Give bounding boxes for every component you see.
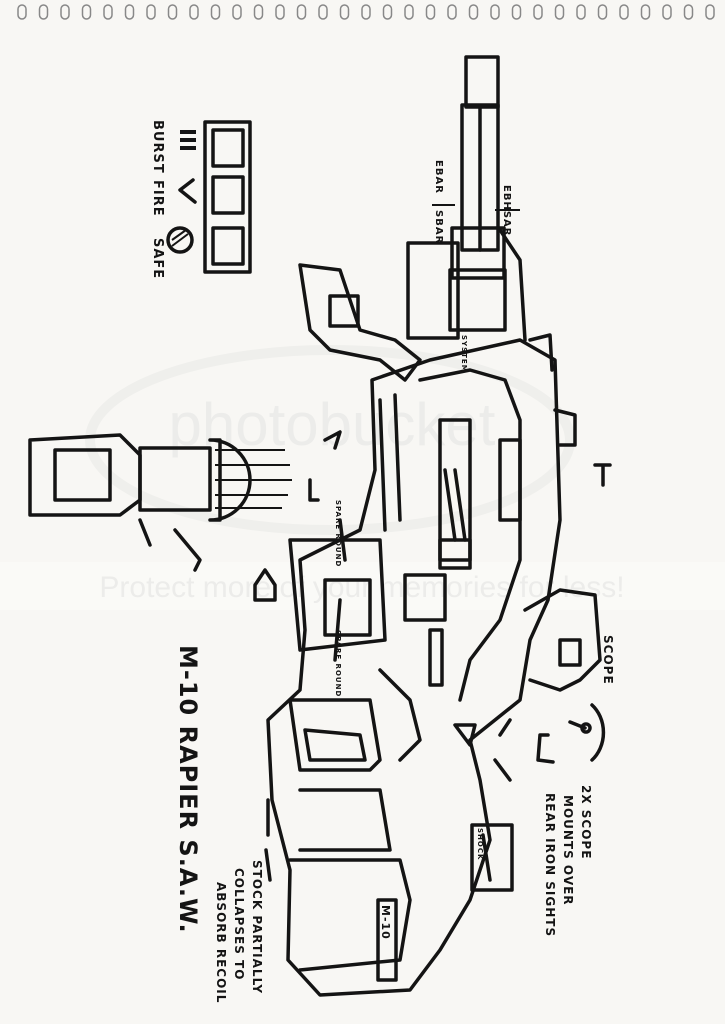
spiral-ring	[339, 4, 350, 20]
spiral-ring	[296, 4, 307, 20]
gun-body-sketch	[266, 333, 577, 997]
spiral-ring	[597, 4, 608, 20]
spiral-ring	[382, 4, 393, 20]
spiral-ring	[60, 4, 70, 20]
spiral-ring	[17, 4, 27, 20]
spiral-ring	[404, 4, 414, 20]
spiral-ring	[619, 4, 629, 20]
label-spare-round-2: SPARE ROUND	[334, 630, 342, 697]
spiral-ring	[253, 4, 264, 20]
spiral-ring	[275, 4, 285, 20]
spiral-ring	[167, 4, 178, 20]
spiral-ring	[554, 4, 565, 20]
stock-note-line-1: STOCK PARTIALLY	[250, 860, 264, 994]
spiral-ring	[189, 4, 199, 20]
label-safe: SAFE	[150, 238, 165, 279]
spiral-ring	[705, 4, 715, 20]
label-ebhsar: EBHSAR	[501, 185, 512, 236]
spiral-ring	[38, 4, 49, 20]
stock-detail-sketch	[28, 430, 512, 882]
label-fire: FIRE	[150, 180, 165, 217]
spiral-ring	[425, 4, 436, 20]
barrel-sketch	[298, 55, 527, 382]
scope-note-line-3: REAR IRON SIGHTS	[543, 793, 557, 937]
label-ebar: EBAR	[433, 160, 444, 194]
spiral-ring	[210, 4, 221, 20]
spiral-ring	[232, 4, 242, 20]
spiral-ring	[124, 4, 135, 20]
spiral-ring	[511, 4, 522, 20]
spiral-ring	[490, 4, 500, 20]
fire-selector-sketch	[166, 120, 252, 274]
label-burst: BURST	[150, 120, 165, 174]
spiral-ring	[103, 4, 113, 20]
spiral-ring	[683, 4, 694, 20]
spiral-ring	[318, 4, 328, 20]
scope-note-line-2: MOUNTS OVER	[561, 795, 575, 906]
spiral-ring	[533, 4, 543, 20]
watermark-text: Protect more of your memories for less!	[99, 571, 624, 604]
spiral-ring	[640, 4, 651, 20]
watermark: photobucket Protect more of your memorie…	[0, 345, 725, 610]
label-stock-marking: M-10	[379, 905, 392, 940]
stock-note-line-3: ABSORB RECOIL	[214, 882, 228, 1003]
label-sbar: SBAR	[433, 210, 444, 244]
label-scope: SCOPE	[601, 635, 615, 685]
labels: BURST FIRE SAFE EBAR SBAR EBHSAR SYSTEM …	[150, 120, 615, 1003]
stock-note-line-2: COLLAPSES TO	[232, 868, 246, 980]
spiral-ring	[447, 4, 457, 20]
label-spare-round-1: SPARE ROUND	[334, 500, 342, 567]
label-mag: SHOCK	[476, 828, 484, 860]
spiral-ring	[81, 4, 92, 20]
spiral-ring	[662, 4, 672, 20]
sketch-title: M-10 RAPIER S.A.W.	[174, 645, 202, 934]
spiral-ring	[146, 4, 156, 20]
spiral-ring	[576, 4, 586, 20]
watermark-brand: photobucket	[169, 391, 496, 458]
scope-sketch	[523, 463, 612, 764]
spiral-binding	[17, 4, 715, 20]
spiral-ring	[468, 4, 479, 20]
spiral-ring	[361, 4, 371, 20]
label-system: SYSTEM	[460, 335, 468, 373]
scope-note-line-1: 2X SCOPE	[579, 785, 593, 859]
